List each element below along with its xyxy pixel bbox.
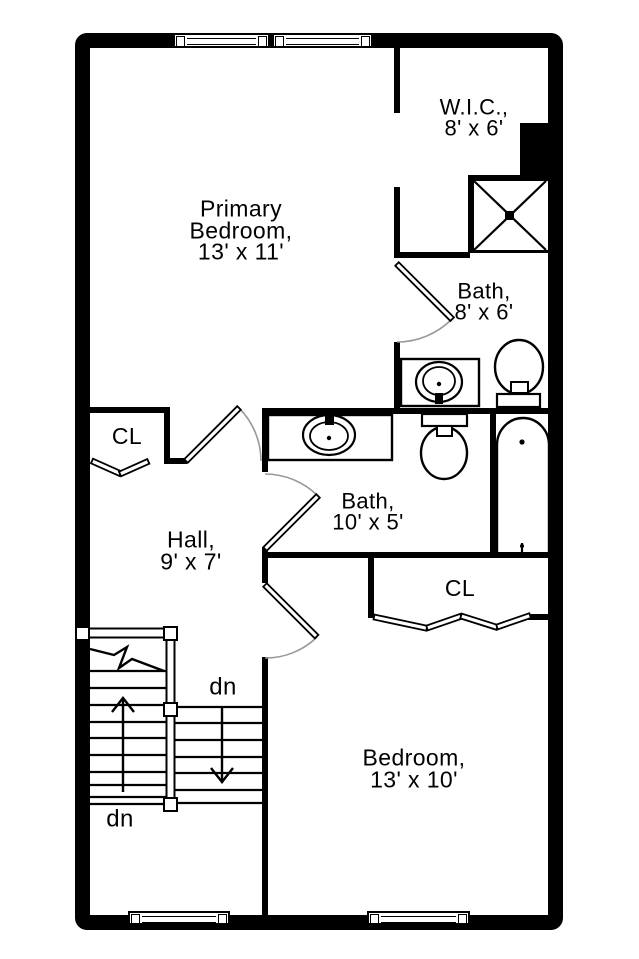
room-dims: 8' x 6' <box>454 299 514 324</box>
window-glazing <box>187 38 256 45</box>
window-glazing <box>381 915 456 923</box>
window-bottom-left <box>128 911 230 925</box>
window-cap <box>361 35 370 47</box>
room-name-line: CL <box>111 423 143 450</box>
room-label-hall: Hall, 9' x 7' <box>160 526 222 574</box>
door-bedroom <box>261 581 320 659</box>
vanity-sink-lower <box>266 413 394 462</box>
bath-lower-south-wall <box>262 552 550 558</box>
window-glazing <box>286 38 359 45</box>
window-cap <box>370 913 379 924</box>
staircase <box>75 626 262 812</box>
room-name-line: Bath, <box>457 278 511 304</box>
wic-south-wall <box>394 252 470 258</box>
stair-newel-post <box>163 797 178 812</box>
window-cap <box>131 913 140 924</box>
shower-enclosure <box>468 175 548 253</box>
bedroom-closet-east-stub <box>528 614 550 620</box>
window-cap <box>275 35 284 47</box>
room-name-line: Bath, <box>341 488 395 514</box>
window-cap <box>458 913 467 924</box>
stair-newel-post <box>163 626 178 641</box>
stair-newel-post <box>163 702 178 717</box>
bath-upper-west-wall <box>394 342 400 413</box>
bifold-doors-bedroom-closet <box>372 612 533 632</box>
vanity-sink-upper <box>399 357 481 408</box>
stair-break-line <box>89 644 165 673</box>
hall-closet-east-wall <box>164 407 170 464</box>
bedroom-closet-west-stub <box>368 558 374 618</box>
room-name-line: Primary <box>199 195 283 222</box>
stairs-direction-text: dn <box>209 673 237 701</box>
hall-east-wall-middle <box>262 547 268 583</box>
stairwell-east-wall <box>262 657 268 916</box>
bifold-doors-hall-closet <box>89 457 151 478</box>
stair-rail-top <box>88 627 165 639</box>
stairs-direction-text: dn <box>106 805 134 833</box>
room-name-line: CL <box>444 575 476 602</box>
toilet-lower <box>419 412 469 481</box>
wic-west-wall-lower <box>394 187 400 258</box>
room-label-hall-closet: CL <box>111 423 143 450</box>
stair-rail-vertical <box>165 639 176 799</box>
stair-arrow-up <box>111 696 135 792</box>
stair-newel-post <box>75 626 90 641</box>
shower-fixture <box>473 180 547 251</box>
room-name-line: Bedroom, <box>189 217 293 244</box>
chase-block <box>520 123 552 175</box>
door-bath-upper <box>393 260 456 343</box>
window-bottom-right <box>367 911 470 925</box>
door-bath-lower <box>261 473 322 553</box>
door-primary-bedroom <box>182 404 262 465</box>
hall-north-wall-stub <box>164 458 187 464</box>
stair-arrow-down <box>210 708 234 784</box>
hall-east-wall-upper <box>262 414 268 472</box>
window-cap <box>218 913 227 924</box>
room-dims: 10' x 5' <box>332 509 404 534</box>
room-dims: 8' x 6' <box>444 115 504 140</box>
hall-closet-north-wall <box>88 407 170 413</box>
window-glazing <box>142 915 216 923</box>
room-dims: 13' x 11' <box>197 238 285 265</box>
stairs-down-label-upper: dn <box>209 673 237 701</box>
room-dims: 9' x 7' <box>160 548 222 574</box>
bath-lower-north-wall <box>262 408 550 414</box>
room-label-bath-lower: Bath, 10' x 5' <box>332 488 404 534</box>
window-top-right <box>272 33 373 48</box>
room-name-line: W.I.C., <box>439 94 509 120</box>
room-name-line: Hall, <box>166 526 216 553</box>
room-label-bath-upper: Bath, 8' x 6' <box>454 278 514 324</box>
window-top-left <box>173 33 270 48</box>
room-label-bedroom-closet: CL <box>444 575 476 602</box>
room-label-wic: W.I.C., 8' x 6' <box>439 94 509 140</box>
toilet-upper <box>493 338 545 409</box>
room-dims: 13' x 10' <box>370 766 458 792</box>
room-name-line: Bedroom, <box>362 744 466 771</box>
window-cap <box>258 35 267 47</box>
window-cap <box>176 35 185 47</box>
room-label-bedroom: Bedroom, 13' x 10' <box>362 744 466 792</box>
wic-west-wall-upper <box>394 48 400 113</box>
bathtub-fixture <box>495 416 551 553</box>
tub-partition-wall <box>490 414 496 553</box>
room-label-primary-bedroom: Primary Bedroom, 13' x 11' <box>189 195 293 265</box>
stairs-down-label-lower: dn <box>106 805 134 833</box>
